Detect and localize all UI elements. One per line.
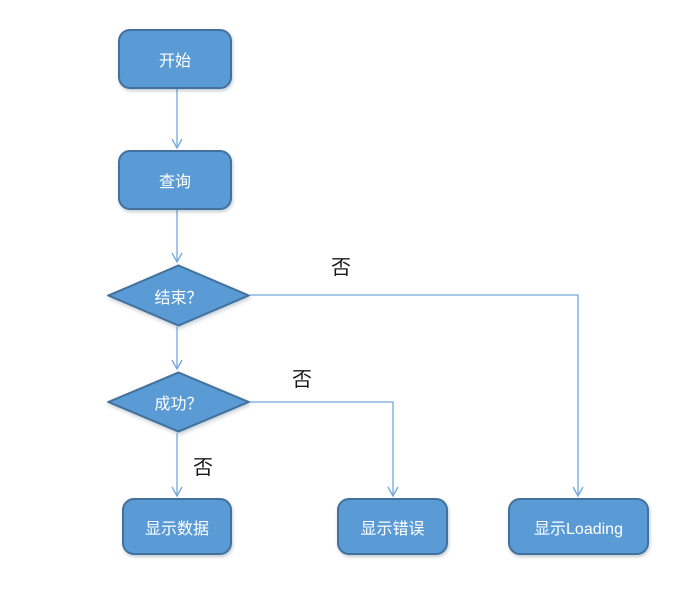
node-show-loading-label: 显示Loading xyxy=(534,520,623,538)
edge-label-success-decision-no: 否 xyxy=(292,369,312,391)
node-start: 开始 xyxy=(118,29,232,89)
edge-success-decision-to-show-data-arrowhead xyxy=(171,486,183,498)
edge-label-show-data-branch: 否 xyxy=(193,457,213,479)
edge-label-end-decision-no: 否 xyxy=(331,257,351,279)
node-success-decision: 成功？ xyxy=(107,371,250,433)
diamond-shape xyxy=(107,371,250,433)
diamond-shape xyxy=(107,264,250,327)
edge-success-decision-to-show-error-arrowhead xyxy=(387,486,399,498)
node-success-decision-label: 成功？ xyxy=(154,396,203,413)
node-end-decision: 结束？ xyxy=(107,264,250,327)
edge-end-decision-to-show-loading-arrowhead xyxy=(572,486,584,498)
node-show-loading: 显示Loading xyxy=(508,498,649,555)
node-show-error-label: 显示错误 xyxy=(360,520,425,538)
node-query: 查询 xyxy=(118,150,232,210)
edge-end-decision-to-success-decision-arrowhead xyxy=(171,359,183,371)
node-show-data-label: 显示数据 xyxy=(144,520,209,538)
edge-end-decision-to-show-loading xyxy=(250,294,579,495)
edge-start-to-query-arrowhead xyxy=(171,138,183,150)
node-start-label: 开始 xyxy=(158,53,191,70)
edge-success-decision-to-show-error xyxy=(250,401,394,495)
node-query-label: 查询 xyxy=(158,174,191,191)
edge-query-to-end-decision-arrowhead xyxy=(171,252,183,264)
node-end-decision-label: 结束？ xyxy=(154,289,203,307)
node-show-error: 显示错误 xyxy=(337,498,448,555)
node-show-data: 显示数据 xyxy=(122,498,232,555)
